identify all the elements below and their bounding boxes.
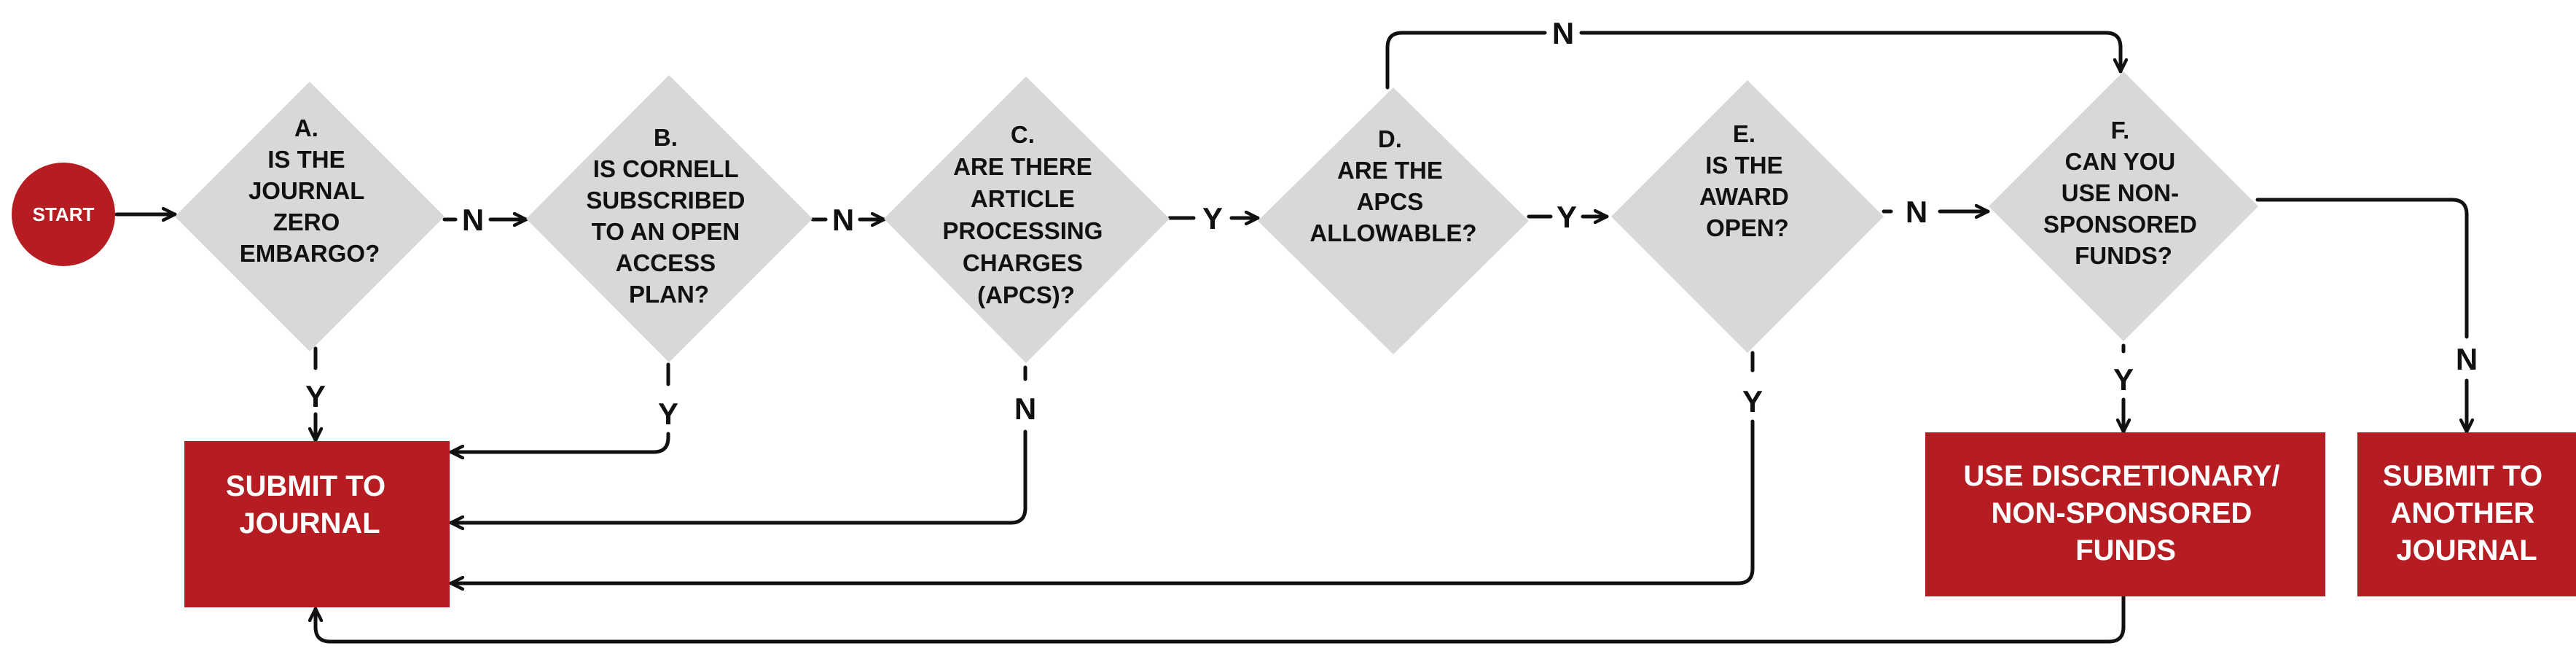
- decision-d: D. ARE THE APCS ALLOWABLE?: [1258, 87, 1529, 354]
- decision-c-label: C. ARE THERE ARTICLE PROCESSING CHARGES …: [942, 121, 1109, 308]
- decision-d-label: D. ARE THE APCS ALLOWABLE?: [1309, 125, 1476, 246]
- outcome-discretionary-funds-label: USE DISCRETIONARY/ NON-SPONSORED FUNDS: [1963, 460, 2287, 567]
- decision-b-label: B. IS CORNELL SUBSCRIBED TO AN OPEN ACCE…: [586, 124, 751, 308]
- edge-discretionary-to-submit: [316, 594, 2126, 644]
- decision-a-label: A. IS THE JOURNAL ZERO EMBARGO?: [240, 114, 380, 267]
- decision-f: F. CAN YOU USE NON- SPONSORED FUNDS?: [1989, 71, 2258, 341]
- label-f-yes: Y: [2113, 362, 2134, 397]
- start-label: START: [33, 203, 95, 225]
- decision-b: B. IS CORNELL SUBSCRIBED TO AN OPEN ACCE…: [526, 75, 813, 362]
- label-b-no: N: [832, 203, 854, 237]
- decision-e-label: E. IS THE AWARD OPEN?: [1699, 120, 1796, 241]
- decision-c: C. ARE THERE ARTICLE PROCESSING CHARGES …: [884, 77, 1170, 363]
- edge-c-no: [449, 429, 1027, 523]
- edge-labels: N N Y Y N N Y Y N Y Y N: [305, 16, 2478, 431]
- outcome-discretionary-funds: USE DISCRETIONARY/ NON-SPONSORED FUNDS: [1925, 432, 2325, 596]
- label-d-yes: Y: [1557, 200, 1577, 234]
- connectors: [114, 31, 2469, 644]
- edge-f-no-lead: [2255, 198, 2469, 339]
- edge-b-yes: [449, 432, 670, 452]
- decision-a: A. IS THE JOURNAL ZERO EMBARGO?: [175, 82, 445, 351]
- label-b-yes: Y: [658, 397, 678, 431]
- label-e-no: N: [1906, 195, 1927, 229]
- decision-e: E. IS THE AWARD OPEN?: [1611, 80, 1884, 353]
- label-f-no: N: [2456, 342, 2478, 376]
- edge-d-no: [1579, 31, 2121, 74]
- label-d-no: N: [1552, 16, 1574, 50]
- start-node: START: [12, 163, 115, 266]
- edge-e-yes: [449, 419, 1755, 583]
- label-c-yes: Y: [1202, 201, 1223, 235]
- label-a-yes: Y: [305, 379, 326, 413]
- decision-f-label: F. CAN YOU USE NON- SPONSORED FUNDS?: [2043, 117, 2204, 269]
- outcome-submit-to-journal: SUBMIT TO JOURNAL: [184, 441, 450, 607]
- label-c-no: N: [1014, 392, 1036, 426]
- label-a-no: N: [462, 203, 484, 237]
- outcome-submit-to-another-journal: SUBMIT TO ANOTHER JOURNAL: [2357, 432, 2576, 596]
- label-e-yes: Y: [1742, 384, 1763, 419]
- outcome-submit-to-another-journal-label: SUBMIT TO ANOTHER JOURNAL: [2383, 460, 2550, 567]
- edge-d-no-lead: [1385, 31, 1547, 90]
- outcome-submit-to-journal-label: SUBMIT TO JOURNAL: [226, 470, 394, 540]
